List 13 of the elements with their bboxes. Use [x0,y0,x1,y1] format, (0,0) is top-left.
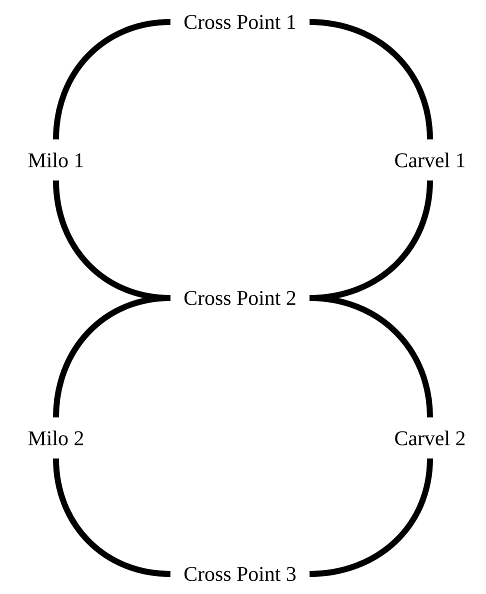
connector [309,458,433,577]
place-label: Cross Point 2 [184,290,296,306]
place-label: Milo 2 [28,430,84,446]
connector [309,295,433,418]
place-label: Milo 1 [28,152,83,168]
connector [53,19,171,140]
connector [53,458,171,577]
place-label: Carvel 2 [395,430,465,446]
connector [53,295,171,418]
place-label: Cross Point 1 [184,14,296,30]
connector [309,19,433,140]
place-label: Cross Point 3 [184,566,296,582]
place-label: Carvel 1 [395,152,464,168]
